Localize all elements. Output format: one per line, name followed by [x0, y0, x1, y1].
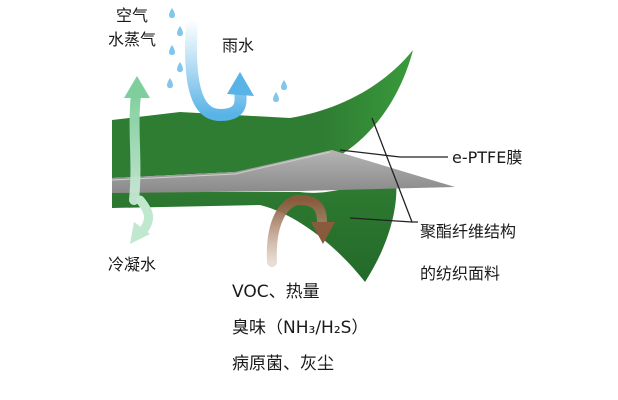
label-pollutant-line1: VOC、热量	[232, 282, 320, 302]
condensate-down-arrow	[135, 195, 153, 237]
label-air: 空气	[116, 6, 149, 25]
label-fabric-line1: 聚酯纤维结构	[420, 222, 517, 241]
bottom-fabric-layer	[112, 172, 397, 282]
vapor-up-arrowhead	[124, 76, 150, 98]
rain-arrow	[184, 14, 247, 122]
membrane-highlight	[111, 151, 331, 181]
rain-arrowhead	[227, 72, 254, 96]
label-condensate: 冷凝水	[108, 255, 157, 274]
label-pollutant-line2: 臭味（NH₃/H₂S）	[232, 318, 369, 338]
leader-line-fabric-bottom	[349, 217, 413, 223]
eptfe-membrane	[112, 150, 455, 193]
raindrop-icon	[167, 8, 287, 102]
label-pollutant-line3: 病原菌、灰尘	[232, 354, 334, 374]
label-water-vapor: 水蒸气	[108, 30, 157, 49]
condensate-arrowhead	[130, 222, 150, 244]
leader-line-membrane	[339, 149, 448, 158]
vapor-up-arrow	[129, 90, 141, 205]
label-rain: 雨水	[222, 36, 255, 55]
label-fabric-line2: 的纺织面料	[420, 264, 501, 283]
top-fabric-layer	[112, 50, 413, 178]
label-membrane: e-PTFE膜	[452, 148, 523, 167]
pollutant-arrowhead	[311, 222, 335, 244]
pollutant-arrow	[266, 194, 327, 267]
